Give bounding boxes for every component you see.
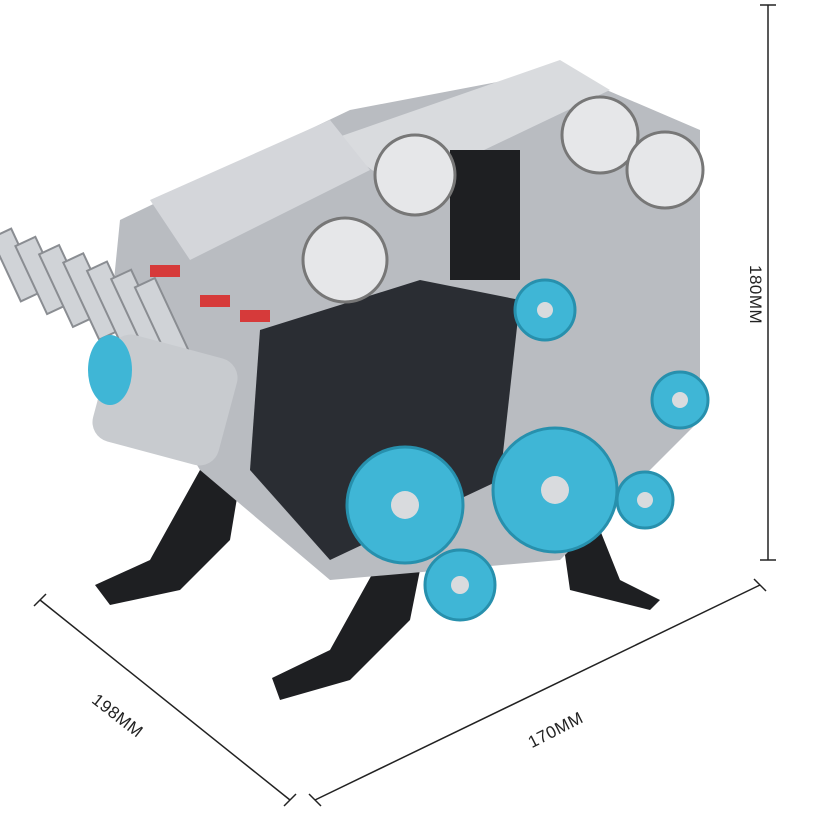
dimension-lines	[33, 4, 776, 807]
cam-gears	[301, 95, 705, 304]
red-plug-wires	[150, 265, 270, 322]
starter-motor	[88, 334, 238, 466]
height-dimension-label: 180MM	[746, 265, 765, 325]
pulley-hubs	[391, 302, 688, 594]
blue-pulleys	[345, 278, 710, 622]
